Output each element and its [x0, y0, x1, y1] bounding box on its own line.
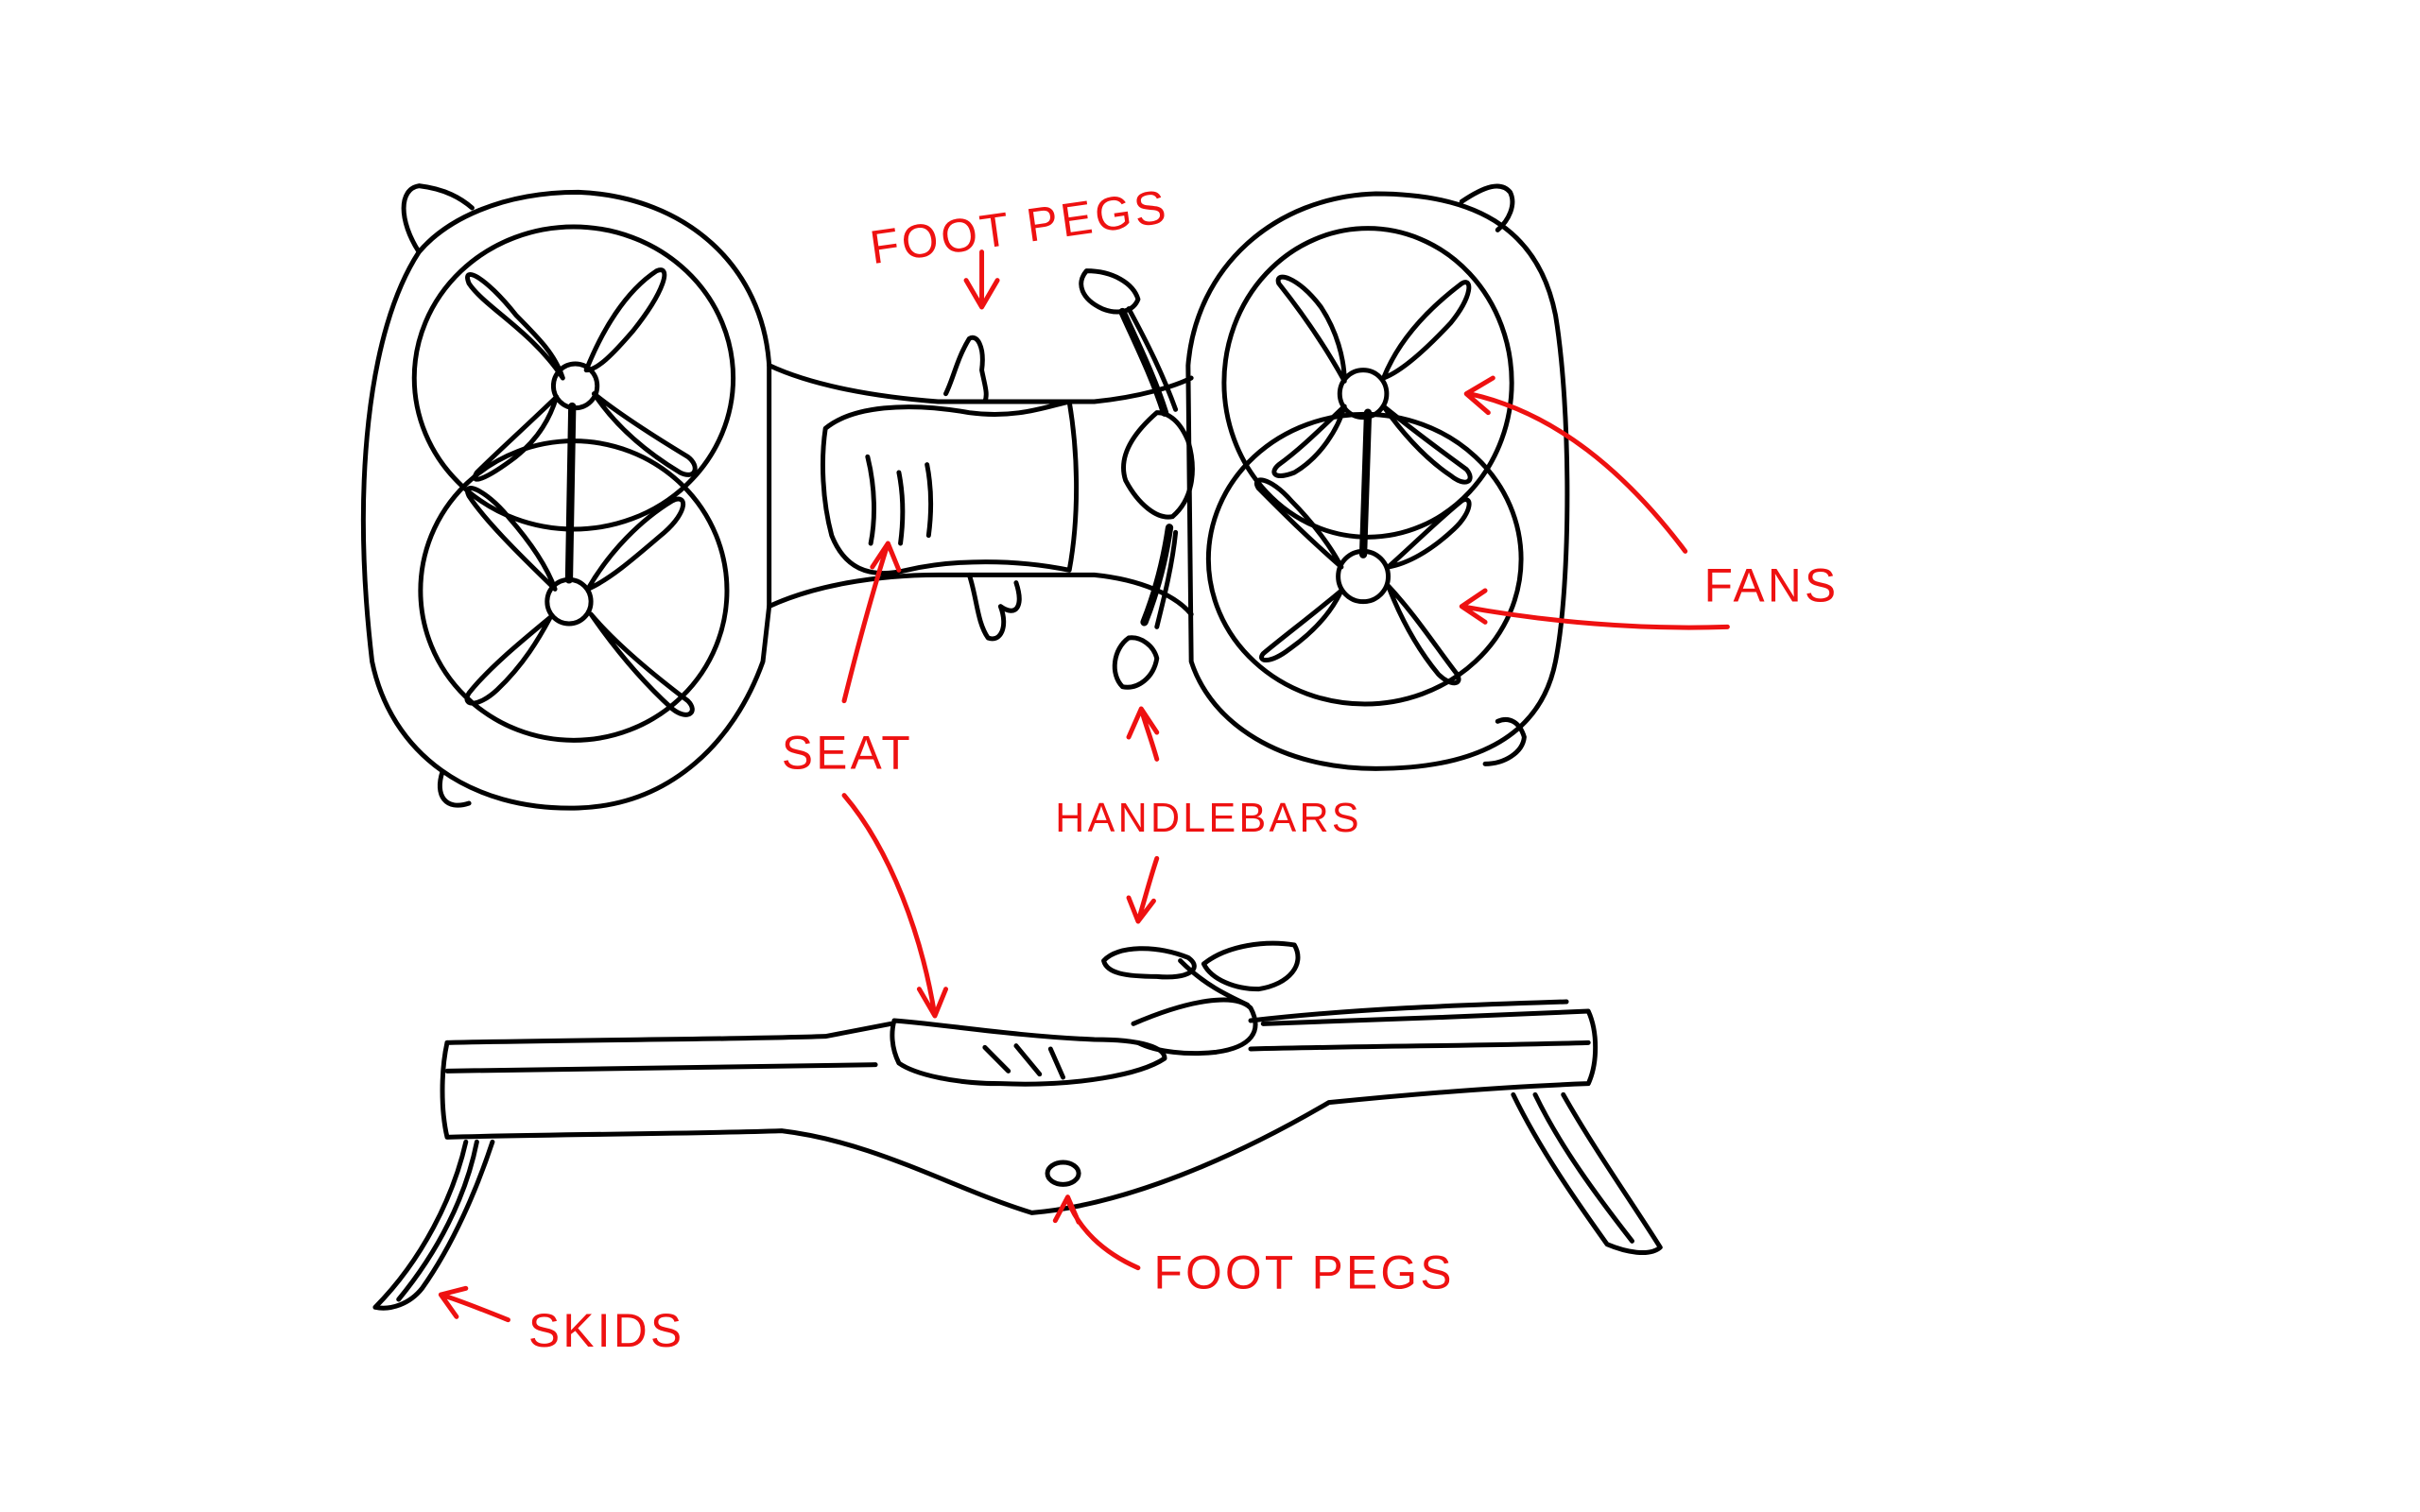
- skid-right: [1513, 1094, 1660, 1252]
- handlebar-grip-lower: [1115, 638, 1157, 687]
- left-pod-housing: [363, 192, 769, 808]
- foot-peg-top-upper: [946, 337, 987, 402]
- handlebar-stem-lower: [1145, 527, 1169, 622]
- skid-left: [375, 1142, 493, 1308]
- right-fan-upper-hub: [1340, 370, 1387, 418]
- label-skids: SKIDS: [528, 1304, 684, 1357]
- arrow-fans-upper: [1466, 378, 1685, 551]
- label-foot-pegs-bottom: FOOT PEGS: [1153, 1246, 1454, 1298]
- arrow-seat-side: [844, 796, 945, 1016]
- handlebar-grip-upper: [1081, 271, 1138, 312]
- skid-right-inner: [1535, 1094, 1633, 1241]
- handlebar-console: [1124, 413, 1193, 517]
- seat-side-view: [892, 1021, 1165, 1084]
- left-fan-upper-blades: [468, 270, 696, 479]
- label-fans: FANS: [1704, 558, 1840, 611]
- left-fan-axle: [569, 406, 572, 579]
- seat-top-view: [822, 402, 1076, 574]
- arrow-handlebars-top: [1129, 709, 1157, 759]
- arrow-fans-lower: [1461, 591, 1727, 627]
- arrow-skids: [441, 1288, 508, 1319]
- right-fan-lower-hub: [1339, 551, 1389, 601]
- left-fan-lower-blades: [467, 489, 692, 715]
- handlebar-side-right: [1203, 943, 1298, 988]
- right-pod-tab-bottom: [1485, 719, 1524, 764]
- right-fan-axle: [1363, 413, 1368, 555]
- side-body-top: [447, 1002, 1566, 1042]
- right-pod-housing: [1188, 194, 1567, 768]
- side-view: [375, 943, 1660, 1308]
- label-handlebars: HANDLEBARS: [1055, 796, 1362, 841]
- frame-lower-rail: [769, 575, 1192, 614]
- label-seat: SEAT: [782, 726, 913, 779]
- right-fan-upper-blades: [1274, 277, 1470, 482]
- foot-peg-side: [1047, 1162, 1079, 1184]
- label-foot-pegs-top: FOOT PEGS: [867, 180, 1172, 274]
- arrow-handlebars-side: [1129, 858, 1157, 921]
- arrow-seat-top: [844, 543, 899, 701]
- foot-peg-top-lower: [969, 575, 1019, 639]
